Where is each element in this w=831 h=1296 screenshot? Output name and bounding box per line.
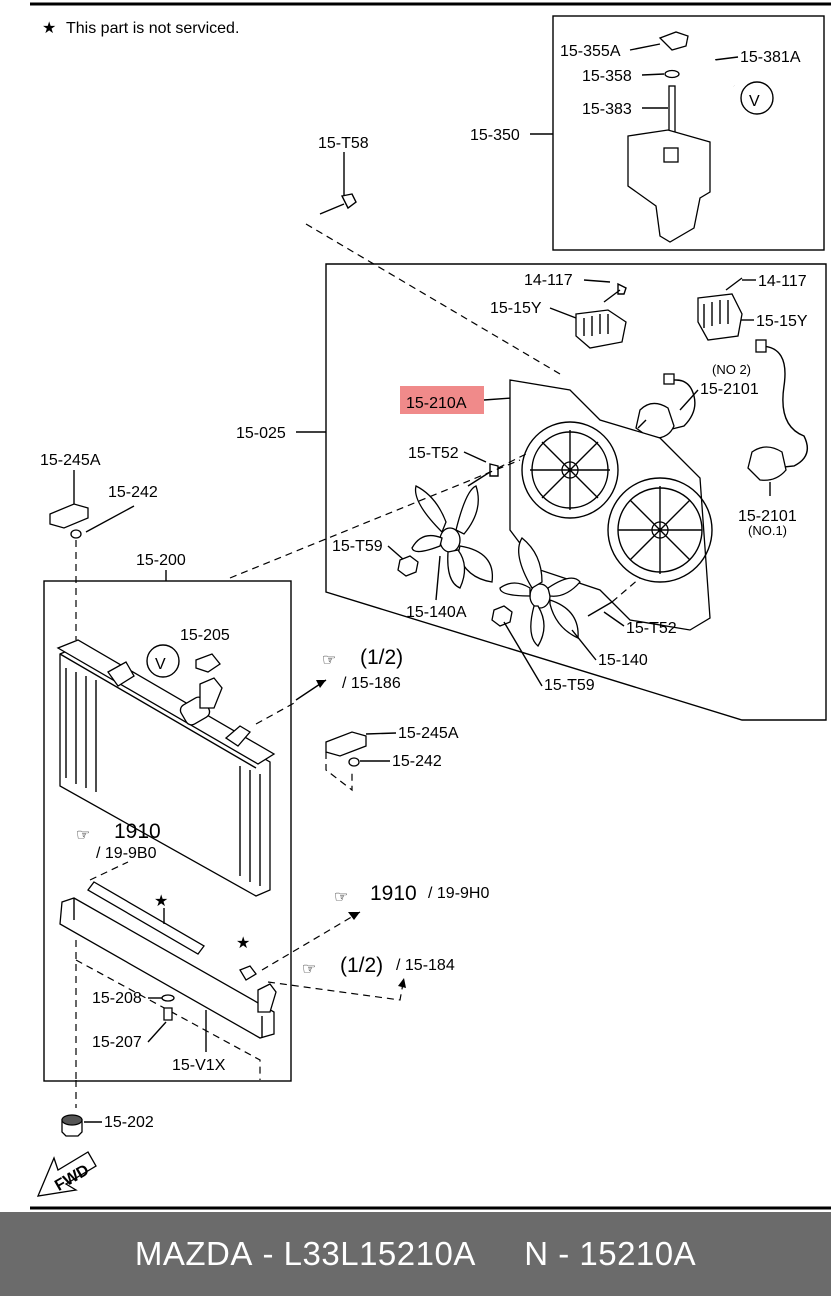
bolt-15-T58-part bbox=[319, 193, 357, 215]
footer-item: N - 15210A bbox=[524, 1235, 697, 1272]
label-no2: (NO 2) bbox=[712, 362, 751, 377]
ref-1910-upper: 1910 bbox=[114, 820, 161, 843]
washer-15-208 bbox=[161, 994, 175, 1002]
label-15-T52-upper: 15-T52 bbox=[408, 445, 459, 462]
label-15-202: 15-202 bbox=[104, 1114, 154, 1131]
screw-14-117-left bbox=[603, 282, 627, 303]
ref-15-186: / 15-186 bbox=[342, 675, 401, 692]
hand-pointer-icon-3: ☞ bbox=[334, 889, 348, 906]
part-footer-bar: MAZDA - L33L15210A N - 15210A bbox=[0, 1212, 831, 1296]
screw-15-T52-lower bbox=[587, 601, 613, 617]
label-15-205: 15-205 bbox=[180, 627, 230, 644]
not-serviced-note: This part is not serviced. bbox=[66, 20, 239, 37]
label-15-207: 15-207 bbox=[92, 1034, 142, 1051]
v-reference-circle bbox=[740, 81, 774, 115]
reservoir-cap-part bbox=[658, 31, 689, 51]
label-15-2101-no2: 15-2101 bbox=[700, 381, 759, 398]
label-15-381A: 15-381A bbox=[740, 49, 801, 66]
radiator-cap-part bbox=[195, 653, 221, 673]
label-no1: (NO.1) bbox=[748, 523, 787, 538]
footer-brand: MAZDA bbox=[134, 1235, 253, 1272]
label-15-T52-lower: 15-T52 bbox=[626, 620, 677, 637]
oring-part bbox=[664, 69, 680, 79]
footer-part-number: L33L15210A bbox=[283, 1235, 476, 1272]
screw-15-T52-upper bbox=[467, 463, 499, 487]
label-15-200: 15-200 bbox=[136, 552, 186, 569]
screw-14-117-right bbox=[725, 277, 743, 291]
v-reference-mark-2: V bbox=[155, 656, 166, 673]
label-15-245A-right: 15-245A bbox=[398, 725, 459, 742]
label-15-140: 15-140 bbox=[598, 652, 648, 669]
cushion-15-242-right bbox=[348, 757, 360, 767]
radiator-group-box bbox=[43, 580, 292, 1082]
hand-pointer-icon-2: ☞ bbox=[76, 827, 90, 844]
highlight-15-210A bbox=[400, 386, 484, 414]
label-15-V1X: 15-V1X bbox=[172, 1057, 226, 1074]
fan-assembly-box bbox=[325, 263, 827, 721]
label-15-T58: 15-T58 bbox=[318, 135, 369, 152]
ref-15-184: / 15-184 bbox=[396, 957, 455, 974]
lower-pipe-part bbox=[87, 881, 205, 955]
label-15-242-right: 15-242 bbox=[392, 753, 442, 770]
v-reference-circle-2 bbox=[146, 644, 180, 678]
label-15-T59-upper: 15-T59 bbox=[332, 538, 383, 555]
label-15-383: 15-383 bbox=[582, 101, 632, 118]
radiator-core-part bbox=[59, 647, 271, 897]
nut-15-T59-upper bbox=[397, 555, 419, 577]
parts-diagram: ★ This part is not serviced. 15-355A 15-… bbox=[30, 2, 831, 1210]
wire-harness-no2 bbox=[664, 379, 696, 431]
label-15-208: 15-208 bbox=[92, 990, 142, 1007]
label-15-358: 15-358 bbox=[582, 68, 632, 85]
drain-plug-part bbox=[239, 965, 257, 981]
label-15-025: 15-025 bbox=[236, 425, 286, 442]
outlet-hose-part bbox=[257, 983, 277, 1013]
nut-15-T59-lower bbox=[491, 605, 513, 627]
label-15-210A: 15-210A bbox=[406, 395, 467, 412]
label-15-242-left: 15-242 bbox=[108, 484, 158, 501]
reservoir-group-box bbox=[552, 15, 825, 251]
label-15-140A: 15-140A bbox=[406, 604, 467, 621]
label-15-15Y-left: 15-15Y bbox=[490, 300, 542, 317]
label-15-T59-lower: 15-T59 bbox=[544, 677, 595, 694]
label-14-117-left: 14-117 bbox=[524, 272, 573, 289]
hand-pointer-icon-1: ☞ bbox=[322, 652, 336, 669]
ref-19-9H0: / 19-9H0 bbox=[428, 885, 489, 902]
bracket-15-245A-right bbox=[325, 731, 367, 757]
fan-blade-15-140 bbox=[499, 537, 581, 647]
hand-pointer-icon-4: ☞ bbox=[302, 961, 316, 978]
label-15-245A-left: 15-245A bbox=[40, 452, 101, 469]
plug-15-207 bbox=[163, 1007, 173, 1021]
reservoir-tank-part bbox=[627, 129, 711, 243]
star-icon-2: ★ bbox=[154, 893, 168, 910]
ref-half-186: (1/2) bbox=[360, 646, 403, 669]
fwd-arrow-icon: FWD bbox=[36, 1151, 97, 1197]
ref-half-184: (1/2) bbox=[340, 954, 383, 977]
wire-harness-no1 bbox=[759, 345, 808, 469]
fan-resistor-left-part bbox=[575, 309, 627, 349]
fan-motor-no1-part bbox=[747, 446, 787, 481]
ref-19-9B0: / 19-9B0 bbox=[96, 845, 157, 862]
fan-blade-15-140A bbox=[411, 485, 494, 589]
v-reference-mark: V bbox=[749, 93, 760, 110]
star-icon-3: ★ bbox=[236, 935, 250, 952]
cushion-15-242-left bbox=[70, 529, 82, 539]
star-icon: ★ bbox=[42, 20, 56, 37]
label-15-15Y-right: 15-15Y bbox=[756, 313, 808, 330]
label-14-117-right: 14-117 bbox=[758, 273, 807, 290]
label-15-350: 15-350 bbox=[470, 127, 520, 144]
label-15-355A: 15-355A bbox=[560, 43, 621, 60]
bracket-15-245A-left bbox=[49, 503, 89, 529]
ref-1910-lower: 1910 bbox=[370, 882, 417, 905]
label-15-2101-no1: 15-2101 bbox=[738, 508, 797, 525]
